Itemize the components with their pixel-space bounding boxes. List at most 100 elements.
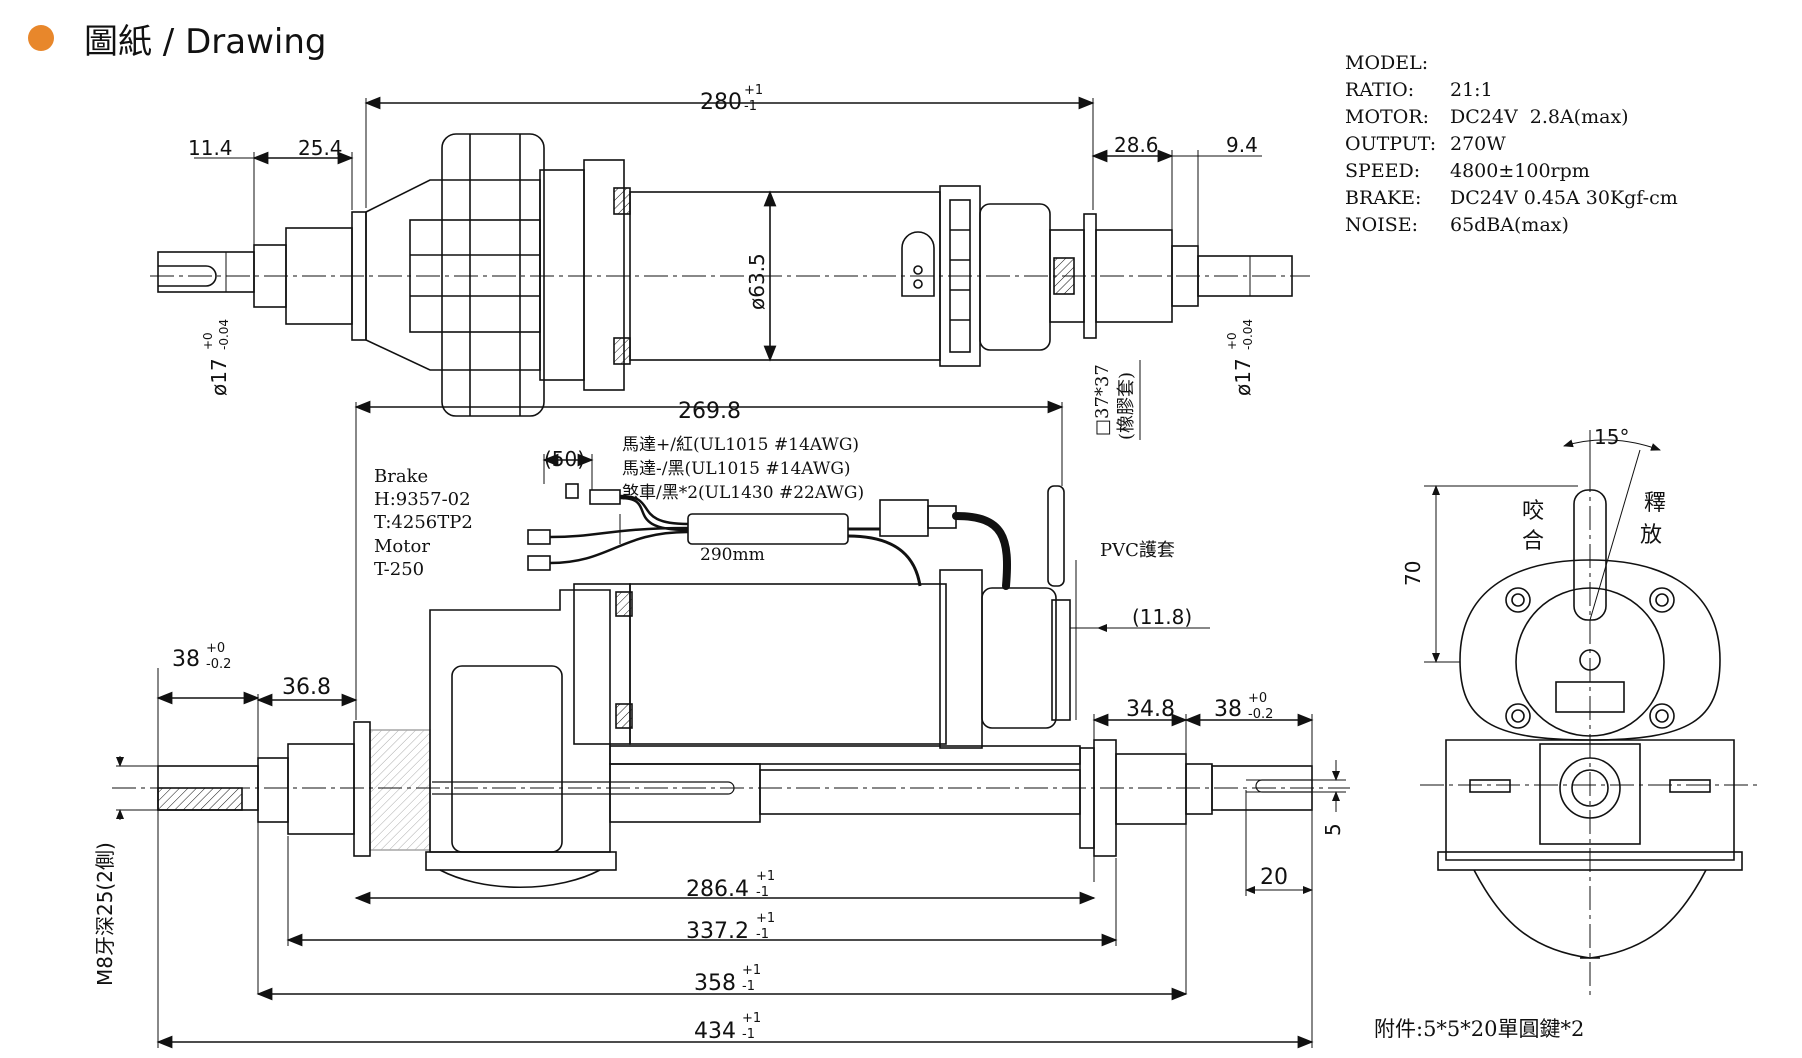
bottom-axle-housing bbox=[609, 763, 761, 823]
dim-top-shaft-left-tol-upper: +0 bbox=[201, 332, 215, 350]
brake-connector bbox=[565, 483, 579, 499]
dim-top-shaft-left-tol-lower: -0.04 bbox=[217, 319, 231, 350]
top-gear-cover bbox=[441, 133, 545, 417]
top-mid-plate bbox=[539, 169, 585, 381]
bottom-motor-body bbox=[629, 583, 947, 745]
dim-left-key-tol-upper: +0 bbox=[206, 641, 225, 656]
dim-right-key: 38 bbox=[1214, 697, 1242, 722]
bullet-dot-icon bbox=[28, 25, 54, 51]
side-motor-face bbox=[1515, 587, 1665, 737]
side-axle-circle bbox=[1559, 757, 1621, 819]
side-motor-housing bbox=[1459, 559, 1721, 741]
dim-286-tol-upper: +1 bbox=[756, 869, 775, 884]
dim-key-length: 20 bbox=[1260, 865, 1288, 890]
spec-row-output: OUTPUT:270W bbox=[1345, 133, 1506, 155]
spec-row-model: MODEL: bbox=[1345, 52, 1429, 74]
dim-wiring-lead: (50) bbox=[544, 447, 585, 471]
label-thread: M8牙深25(2側) bbox=[93, 842, 117, 986]
dim-top-shaft-right-tol-upper: +0 bbox=[1225, 332, 1239, 350]
dim-left-hub: 36.8 bbox=[282, 675, 331, 700]
dim-358-tol-lower: -1 bbox=[742, 979, 755, 994]
top-brake-body bbox=[979, 203, 1051, 351]
bottom-view bbox=[112, 400, 1350, 1049]
label-sleeve-note: (橡膠套) bbox=[1116, 372, 1137, 440]
dim-358: 358 bbox=[694, 971, 736, 996]
label-motor: Motor bbox=[374, 536, 430, 557]
dim-358-tol-upper: +1 bbox=[742, 963, 761, 978]
bottom-gear-arc bbox=[439, 869, 601, 889]
section-title: 圖紙 / Drawing bbox=[84, 21, 327, 62]
top-motor-flange bbox=[583, 159, 625, 391]
label-brake: Brake bbox=[374, 466, 428, 487]
dim-left-key-tol-lower: -0.2 bbox=[206, 657, 231, 672]
dim-top-shaft-right-tol-lower: -0.04 bbox=[1241, 319, 1255, 350]
dim-434: 434 bbox=[694, 1019, 736, 1044]
bottom-left-hub bbox=[287, 743, 355, 835]
side-view bbox=[1420, 430, 1760, 1000]
dim-286: 286.4 bbox=[686, 877, 749, 902]
dim-top-left-b: 25.4 bbox=[298, 136, 343, 160]
dim-top-left-a: 11.4 bbox=[188, 136, 233, 160]
spec-row-ratio: RATIO:21:1 bbox=[1345, 79, 1493, 101]
label-engage-1: 咬 bbox=[1522, 499, 1544, 524]
label-accessory: 附件:5*5*20單圓鍵*2 bbox=[1374, 1017, 1584, 1041]
section-header: 圖紙 / Drawing bbox=[28, 14, 326, 62]
bottom-right-hub bbox=[1115, 753, 1187, 825]
bottom-right-keyway bbox=[1255, 779, 1312, 793]
label-sleeve: □37*37 bbox=[1092, 364, 1113, 436]
dim-337-tol-upper: +1 bbox=[756, 911, 775, 926]
label-wire-2: 馬達-/黑(UL1015 #14AWG) bbox=[622, 459, 851, 479]
dimension-labels: 280 +1 -1 11.4 25.4 28.6 9.4 ø63.5 ø17 +… bbox=[93, 83, 1666, 1044]
dim-top-body-dia: ø63.5 bbox=[745, 253, 769, 310]
dim-key-width: 5 bbox=[1321, 823, 1345, 836]
top-gear-housing bbox=[365, 179, 541, 371]
dim-337-tol-lower: -1 bbox=[756, 927, 769, 942]
spec-row-noise: NOISE:65dBA(max) bbox=[1345, 214, 1569, 236]
pvc-sleeve bbox=[1047, 485, 1065, 587]
side-output-block bbox=[1539, 743, 1641, 845]
label-release-1: 釋 bbox=[1644, 491, 1666, 516]
spec-row-motor: MOTOR:DC24V 2.8A(max) bbox=[1345, 106, 1629, 128]
label-brake-h: H:9357-02 bbox=[374, 489, 471, 510]
bottom-left-flange bbox=[353, 721, 371, 857]
dim-top-right-a: 28.6 bbox=[1114, 133, 1159, 157]
motor-plug bbox=[879, 499, 929, 537]
side-base bbox=[1437, 851, 1743, 871]
dim-right-key-tol-upper: +0 bbox=[1248, 691, 1267, 706]
top-right-shaft bbox=[1197, 255, 1293, 297]
dim-right-key-tol-lower: -0.2 bbox=[1248, 707, 1273, 722]
dim-top-overall-tol-upper: +1 bbox=[744, 83, 763, 98]
label-pvc-sleeve: PVC護套 bbox=[1100, 540, 1175, 561]
top-left-keyway bbox=[158, 265, 217, 287]
bottom-right-flange bbox=[1079, 747, 1095, 849]
spec-row-speed: SPEED:4800±100rpm bbox=[1345, 160, 1590, 182]
dim-top-right-b: 9.4 bbox=[1226, 133, 1258, 157]
label-brake-t: T:4256TP2 bbox=[374, 512, 473, 533]
side-terminal bbox=[1555, 681, 1625, 713]
dim-286-tol-lower: -1 bbox=[756, 885, 769, 900]
label-engage-2: 合 bbox=[1522, 529, 1544, 554]
dim-434-tol-upper: +1 bbox=[742, 1011, 761, 1026]
top-view bbox=[150, 96, 1310, 440]
dim-lever-angle: 15° bbox=[1594, 425, 1629, 449]
dim-offset: (11.8) bbox=[1132, 605, 1192, 629]
dim-left-key: 38 bbox=[172, 647, 200, 672]
dim-top-overall-tol-lower: -1 bbox=[744, 99, 757, 114]
label-wire-1: 馬達+/紅(UL1015 #14AWG) bbox=[622, 435, 859, 455]
bottom-right-bearing bbox=[1185, 763, 1213, 815]
dim-top-shaft-right: ø17 bbox=[1231, 358, 1255, 396]
dim-wiring-width: 269.8 bbox=[678, 399, 741, 424]
cable-bundle bbox=[687, 513, 849, 545]
bottom-axle bbox=[759, 769, 1081, 815]
label-motor-t: T-250 bbox=[374, 559, 424, 580]
dim-top-shaft-left: ø17 bbox=[207, 358, 231, 396]
bottom-gear-cover bbox=[451, 665, 563, 853]
bottom-axle-tube bbox=[609, 745, 1081, 765]
dim-434-tol-lower: -1 bbox=[742, 1027, 755, 1042]
top-motor-label-plate bbox=[901, 231, 935, 297]
bottom-gear-base bbox=[425, 851, 617, 871]
bottom-gearbox bbox=[429, 589, 611, 853]
dim-337: 337.2 bbox=[686, 919, 749, 944]
dim-lever-height: 70 bbox=[1401, 561, 1425, 586]
